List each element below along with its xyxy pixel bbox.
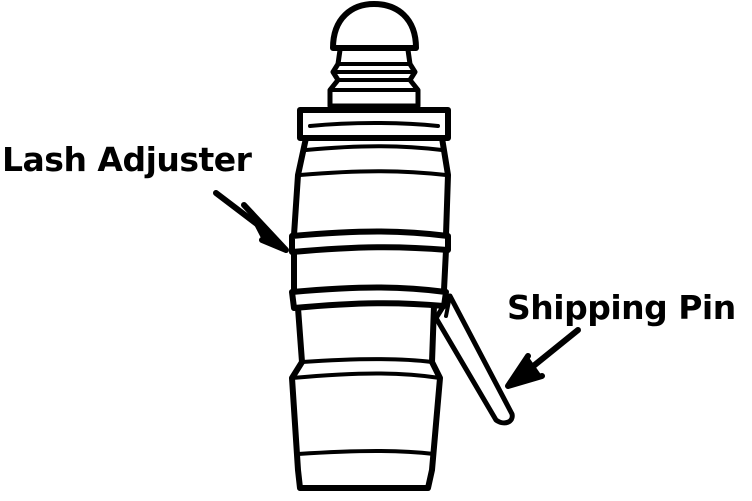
upper-body-band-1	[304, 144, 444, 152]
upper-body-band-2	[298, 169, 448, 177]
lash-adjuster-label: Lash Adjuster	[2, 140, 252, 179]
shipping-pin-label: Shipping Pin	[507, 288, 736, 327]
shipping-pin-arrow-shaft	[523, 327, 581, 375]
lower-body-outline	[289, 303, 443, 491]
mid-body-outline	[291, 247, 449, 293]
upper-body-outline	[291, 135, 451, 238]
shipping-pin-edge	[444, 294, 452, 318]
lower-body-band-1	[300, 357, 434, 364]
lower-body-band-2	[290, 371, 442, 380]
shipping-pin-arrow-head	[505, 353, 545, 389]
shipping-pin	[433, 293, 515, 426]
top-collar	[297, 107, 451, 141]
lower-body-band-3	[296, 449, 436, 456]
dome-cap	[330, 1, 419, 51]
ring-upper	[289, 228, 451, 255]
ring-lower	[289, 284, 449, 311]
lash-adjuster-arrow-head	[241, 202, 289, 253]
top-collar-inner	[308, 121, 440, 128]
